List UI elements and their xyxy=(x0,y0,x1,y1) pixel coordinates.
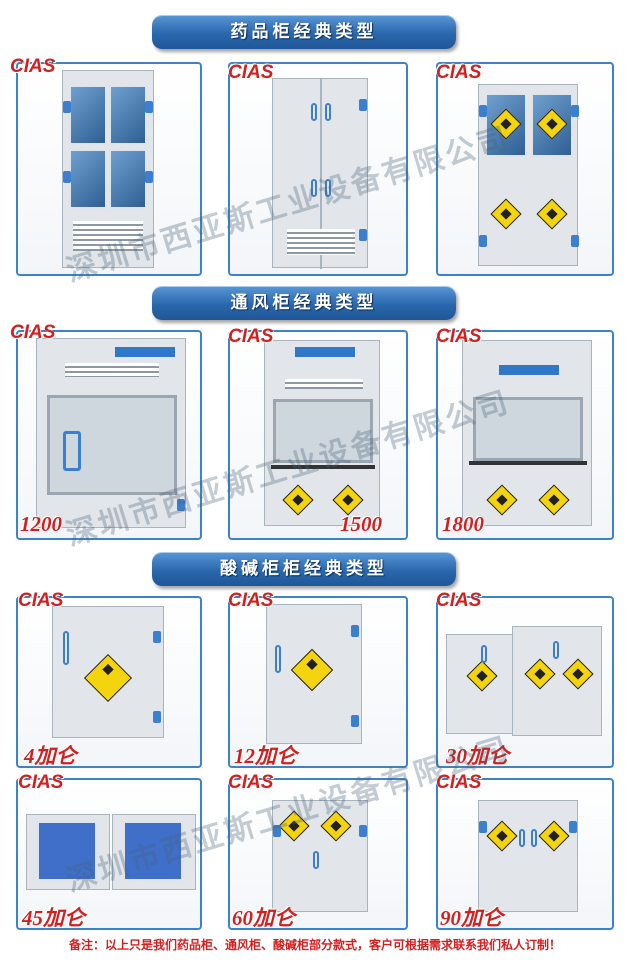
acid-cabinet-image xyxy=(26,814,110,890)
section-banner-medicine: 药品柜经典类型 xyxy=(152,15,456,49)
acid-cabinet-image xyxy=(112,814,196,890)
capacity-label-60gal: 60加仑 xyxy=(232,906,295,930)
brand-label: CIAS xyxy=(10,322,56,343)
brand-label: CIAS xyxy=(18,772,64,793)
product-frame-medicine-3[interactable] xyxy=(436,62,614,276)
product-frame-acid-4gal[interactable] xyxy=(16,596,202,768)
brand-label: CIAS xyxy=(436,590,482,611)
fume-hood-image xyxy=(36,338,186,528)
brand-label: CIAS xyxy=(228,62,274,83)
product-frame-acid-12gal[interactable] xyxy=(228,596,408,768)
product-frame-acid-60gal[interactable] xyxy=(228,778,408,930)
product-frame-medicine-1[interactable] xyxy=(16,62,202,276)
capacity-label-12gal: 12加仑 xyxy=(234,744,297,768)
brand-label: CIAS xyxy=(436,62,482,83)
product-frame-acid-45gal[interactable] xyxy=(16,778,202,930)
acid-cabinet-image xyxy=(446,634,522,734)
cabinet-image xyxy=(62,70,154,268)
acid-cabinet-image xyxy=(512,626,602,736)
fume-hood-image xyxy=(264,340,380,526)
brand-label: CIAS xyxy=(18,590,64,611)
brand-label: CIAS xyxy=(436,326,482,347)
product-frame-hood-1200[interactable] xyxy=(16,330,202,540)
product-frame-hood-1500[interactable] xyxy=(228,330,408,540)
capacity-label-30gal: 30加仑 xyxy=(446,744,509,768)
brand-label: CIAS xyxy=(228,772,274,793)
capacity-label-4gal: 4加仑 xyxy=(24,744,77,768)
size-label-1500: 1500 xyxy=(340,512,382,536)
product-frame-acid-90gal[interactable] xyxy=(436,778,614,930)
cabinet-image xyxy=(272,78,368,269)
product-frame-hood-1800[interactable] xyxy=(436,330,614,540)
acid-cabinet-image xyxy=(266,604,362,744)
section-banner-fume-hood: 通风柜经典类型 xyxy=(152,286,456,320)
footnote-text: 备注：以上只是我们药品柜、通风柜、酸碱柜部分款式，客户可根据需求联系我们私人订制… xyxy=(68,938,561,952)
product-frame-medicine-2[interactable] xyxy=(228,62,408,276)
brand-label: CIAS xyxy=(10,56,56,77)
acid-cabinet-image xyxy=(52,606,164,738)
section-banner-acid-alkali: 酸碱柜柜经典类型 xyxy=(152,552,456,586)
fume-hood-image xyxy=(462,340,592,526)
brand-label: CIAS xyxy=(436,772,482,793)
brand-label: CIAS xyxy=(228,590,274,611)
size-label-1800: 1800 xyxy=(442,512,484,536)
cabinet-image xyxy=(478,84,579,266)
acid-cabinet-image xyxy=(272,800,368,912)
size-label-1200: 1200 xyxy=(20,512,62,536)
capacity-label-90gal: 90加仑 xyxy=(440,906,503,930)
acid-cabinet-image xyxy=(478,800,578,912)
brand-label: CIAS xyxy=(228,326,274,347)
product-frame-acid-30gal[interactable] xyxy=(436,596,614,768)
capacity-label-45gal: 45加仑 xyxy=(22,906,85,930)
